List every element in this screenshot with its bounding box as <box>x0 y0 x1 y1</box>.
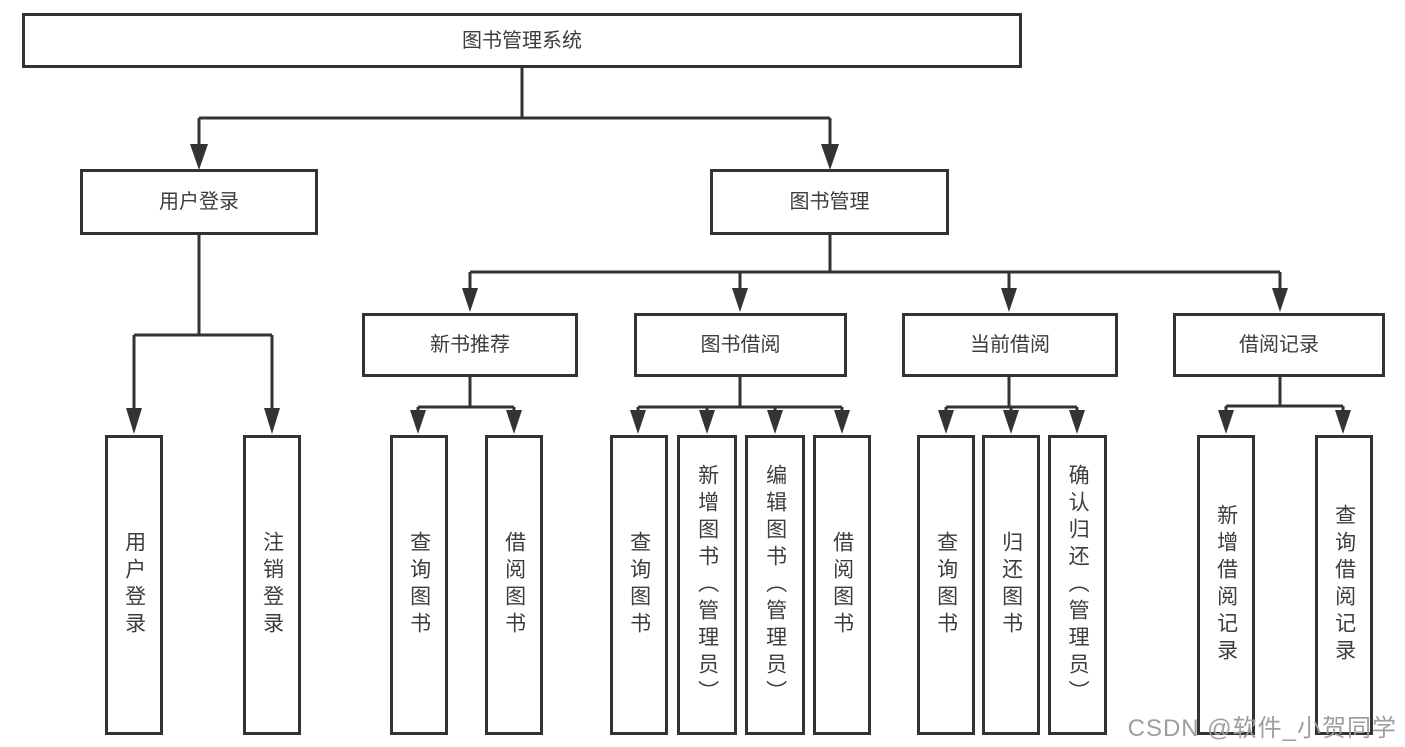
node-new-book-recommend-label: 新书推荐 <box>430 334 510 356</box>
connector-group-root <box>132 68 1345 412</box>
node-borrow-records-label: 借阅记录 <box>1239 334 1319 356</box>
leaf-query-borrow-record: 查询借阅记录 <box>1315 435 1373 735</box>
leaf-logout: 注销登录 <box>243 435 301 735</box>
leaf-query-books-borrow: 查询图书 <box>610 435 668 735</box>
leaf-edit-book-admin: 编辑图书（管理员） <box>745 435 805 735</box>
leaf-confirm-return-admin: 确认归还（管理员） <box>1048 435 1107 735</box>
leaf-return-book-label: 归还图书 <box>999 531 1023 639</box>
node-book-management: 图书管理 <box>710 169 949 235</box>
leaf-return-book: 归还图书 <box>982 435 1040 735</box>
node-book-management-label: 图书管理 <box>789 191 870 213</box>
node-book-borrow-label: 图书借阅 <box>700 334 781 356</box>
node-new-book-recommend: 新书推荐 <box>362 313 578 377</box>
node-user-login-label: 用户登录 <box>159 191 239 213</box>
leaf-borrow-books: 借阅图书 <box>813 435 871 735</box>
leaf-query-books-current-label: 查询图书 <box>934 531 958 639</box>
leaf-confirm-return-admin-label: 确认归还（管理员） <box>1066 463 1090 707</box>
node-book-borrow: 图书借阅 <box>634 313 847 377</box>
node-root: 图书管理系统 <box>22 13 1022 68</box>
leaf-query-books-current: 查询图书 <box>917 435 975 735</box>
leaf-add-borrow-record: 新增借阅记录 <box>1197 435 1255 735</box>
leaf-borrow-books-recommend-label: 借阅图书 <box>502 531 526 639</box>
arrowheads <box>126 144 1351 434</box>
leaf-add-book-admin-label: 新增图书（管理员） <box>695 463 719 707</box>
leaf-borrow-books-recommend: 借阅图书 <box>485 435 543 735</box>
leaf-query-books-borrow-label: 查询图书 <box>627 531 651 639</box>
node-root-label: 图书管理系统 <box>462 29 582 52</box>
leaf-user-login-label: 用户登录 <box>122 531 146 639</box>
leaf-logout-label: 注销登录 <box>260 531 284 639</box>
node-user-login: 用户登录 <box>80 169 318 235</box>
leaf-user-login: 用户登录 <box>105 435 163 735</box>
leaf-borrow-books-label: 借阅图书 <box>830 531 854 639</box>
leaf-query-books-recommend: 查询图书 <box>390 435 448 735</box>
leaf-edit-book-admin-label: 编辑图书（管理员） <box>763 463 787 707</box>
node-borrow-records: 借阅记录 <box>1173 313 1385 377</box>
node-current-borrow: 当前借阅 <box>902 313 1118 377</box>
node-current-borrow-label: 当前借阅 <box>970 334 1050 356</box>
leaf-query-books-recommend-label: 查询图书 <box>407 531 431 639</box>
leaf-add-borrow-record-label: 新增借阅记录 <box>1214 504 1238 666</box>
csdn-watermark: CSDN @软件_小贺同学 <box>1127 715 1397 742</box>
leaf-add-book-admin: 新增图书（管理员） <box>677 435 737 735</box>
leaf-query-borrow-record-label: 查询借阅记录 <box>1332 504 1356 666</box>
